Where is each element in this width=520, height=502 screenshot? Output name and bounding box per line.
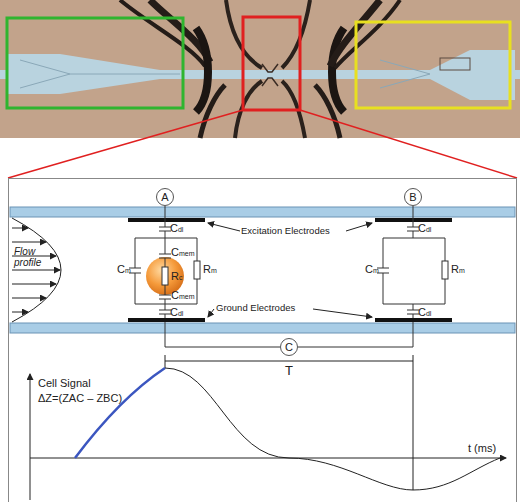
terminal-circle: C <box>280 338 298 356</box>
component-label: Cm <box>117 263 131 275</box>
signal-plot <box>30 355 506 500</box>
flow-profile <box>12 218 61 322</box>
equivalent-circuit <box>377 206 448 318</box>
axis-title: Cell Signal <box>38 377 91 389</box>
component-label: Cm <box>365 263 379 275</box>
component-label: Cdl <box>418 306 431 318</box>
callout-text: Ground Electrodes <box>216 303 295 313</box>
axis-formula: ΔZ=(ZAC – ZBC) <box>38 392 122 404</box>
component-label: Cdl <box>170 222 183 234</box>
component-label: Cdl <box>170 306 183 318</box>
channel-wall <box>10 207 515 217</box>
channel-wall <box>10 323 515 333</box>
component-label: Cmem <box>171 289 195 301</box>
terminal-circle: A <box>156 188 174 206</box>
terminal-label: B <box>409 191 416 203</box>
period-label: T <box>285 364 293 378</box>
component-label: Rc <box>171 270 182 282</box>
terminal-circle: B <box>404 188 422 206</box>
chip-photo <box>0 0 520 138</box>
callout-text: Excitation Electrodes <box>241 226 330 236</box>
component-label: Rm <box>203 263 217 275</box>
component-label: Cdl <box>418 222 431 234</box>
axis-unit: t (ms) <box>468 442 496 454</box>
component-label: Cmem <box>171 246 195 258</box>
leader-line <box>208 223 372 317</box>
flow-label: Flow profile <box>14 246 50 268</box>
electrodes <box>128 218 452 322</box>
terminal-label: C <box>285 341 293 353</box>
terminal-label: A <box>161 191 168 203</box>
equivalent-circuit <box>129 206 200 318</box>
component-label: Rm <box>451 263 465 275</box>
